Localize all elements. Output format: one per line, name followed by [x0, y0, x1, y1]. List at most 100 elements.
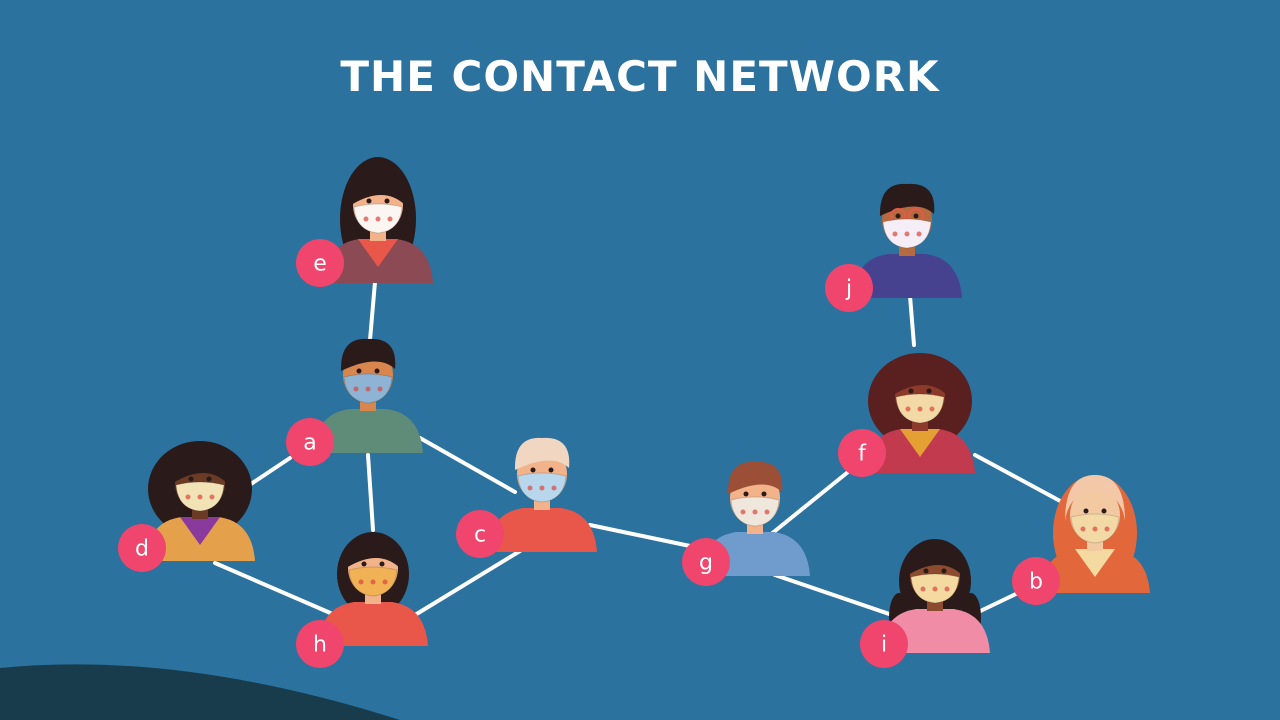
label-j: j — [845, 277, 852, 302]
shirt — [353, 602, 393, 630]
mask-pattern-dot — [375, 216, 381, 222]
edge-a-h — [366, 453, 375, 532]
network-edges — [213, 280, 1064, 618]
hair-front — [893, 360, 947, 395]
badge-h — [296, 620, 344, 668]
mask-pattern-dot — [920, 586, 926, 592]
eye-left — [530, 467, 536, 473]
eye-left — [356, 368, 362, 374]
network-people: e a d h c g j f b i — [118, 157, 1150, 668]
hair-front — [879, 183, 935, 216]
edge-h-c — [413, 549, 522, 617]
person-h: h — [296, 532, 428, 668]
label-g: g — [699, 551, 713, 576]
eye-left — [188, 476, 194, 482]
mask-pattern-dot — [1104, 526, 1110, 532]
eye-left — [743, 491, 749, 497]
mask-pattern-dot — [527, 485, 533, 491]
eye-right — [548, 467, 554, 473]
hair-front — [351, 170, 405, 205]
mask-pattern-dot — [185, 494, 191, 500]
mask-pattern-dot — [752, 509, 758, 515]
hair-front — [514, 437, 570, 470]
label-f: f — [858, 442, 867, 467]
mask-pattern-dot — [387, 216, 393, 222]
badge-b — [1012, 557, 1060, 605]
shirt — [915, 609, 955, 637]
eye-left — [908, 388, 914, 394]
badge-f — [838, 429, 886, 477]
person-i: i — [860, 539, 990, 668]
badge-d — [118, 524, 166, 572]
mask-pattern-dot — [1092, 526, 1098, 532]
mask-pattern-dot — [916, 231, 922, 237]
eye-right — [374, 368, 380, 374]
mask-pattern-dot — [904, 231, 910, 237]
shirt — [1075, 549, 1115, 577]
label-i: i — [881, 633, 887, 658]
edge-j-f — [908, 294, 916, 347]
label-d: d — [135, 537, 149, 562]
edge-g-f — [768, 470, 850, 537]
badge-e — [296, 239, 344, 287]
hair-front — [340, 338, 396, 371]
eye-right — [384, 198, 390, 204]
person-a: a — [286, 338, 423, 466]
eye-left — [361, 561, 367, 567]
edge-d-h — [213, 561, 337, 617]
edge-a-c — [418, 436, 517, 494]
mask-pattern-dot — [353, 386, 359, 392]
mask-pattern-dot — [944, 586, 950, 592]
badge-c — [456, 510, 504, 558]
mask-pattern-dot — [740, 509, 746, 515]
mask-pattern-dot — [917, 406, 923, 412]
mask-pattern-dot — [892, 231, 898, 237]
mask-pattern-dot — [382, 579, 388, 585]
person-b: b — [1012, 475, 1150, 605]
hair-front — [173, 448, 227, 483]
label-e: e — [313, 252, 327, 277]
mask-pattern-dot — [377, 386, 383, 392]
badge-j — [825, 264, 873, 312]
mask-pattern-dot — [358, 579, 364, 585]
label-a: a — [303, 431, 316, 456]
eye-right — [926, 388, 932, 394]
edge-e-a — [368, 280, 377, 342]
hair-front — [727, 461, 783, 494]
mask-pattern-dot — [1080, 526, 1086, 532]
shirt — [522, 508, 562, 536]
mask-pattern-dot — [905, 406, 911, 412]
label-b: b — [1029, 570, 1043, 595]
corner-shape — [0, 664, 400, 720]
shirt — [735, 532, 775, 560]
shirt — [887, 254, 927, 282]
mask-pattern-dot — [551, 485, 557, 491]
hair-front — [346, 533, 400, 568]
eye-right — [206, 476, 212, 482]
person-e: e — [296, 157, 433, 287]
shirt — [348, 409, 388, 437]
eye-right — [761, 491, 767, 497]
edge-c-g — [588, 523, 692, 548]
label-h: h — [313, 633, 327, 658]
mask-pattern-dot — [209, 494, 215, 500]
eye-left — [895, 213, 901, 219]
shirt — [358, 239, 398, 267]
eye-left — [366, 198, 372, 204]
edge-g-i — [773, 573, 897, 618]
eye-left — [923, 568, 929, 574]
eye-left — [1083, 508, 1089, 514]
mask-pattern-dot — [764, 509, 770, 515]
mask-pattern-dot — [365, 386, 371, 392]
person-g: g — [682, 461, 810, 586]
eye-right — [1101, 508, 1107, 514]
person-f: f — [838, 353, 975, 477]
mask-pattern-dot — [929, 406, 935, 412]
mask-pattern-dot — [363, 216, 369, 222]
person-d: d — [118, 441, 255, 572]
eye-right — [379, 561, 385, 567]
label-c: c — [474, 523, 486, 548]
edge-f-b — [973, 453, 1064, 504]
diagram-title: THE CONTACT NETWORK — [340, 52, 940, 101]
hair-front — [908, 540, 962, 575]
